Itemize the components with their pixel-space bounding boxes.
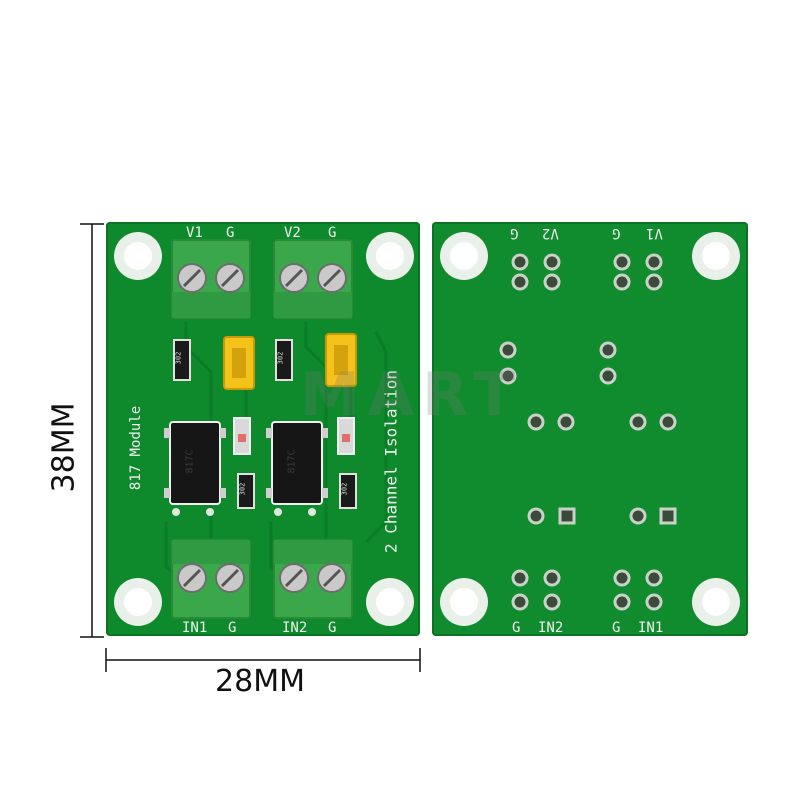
top-terminal-block-1 <box>171 239 251 319</box>
back-pcb-board: G V2 G V1 G IN2 G IN1 <box>432 222 748 636</box>
front-pcb-board: V1 G V2 G IN1 G IN2 G 817 Module 2 Chann… <box>106 222 420 636</box>
back-board-graphics <box>440 232 740 626</box>
back-label-in2-bottom: IN2 <box>538 620 564 636</box>
front-board-graphics <box>114 232 414 626</box>
back-label-g-top-2: G <box>612 225 621 241</box>
height-dimension-label: 38MM <box>46 402 82 493</box>
resistors <box>173 339 357 509</box>
jumper-1 <box>223 336 255 390</box>
bottom-terminal-block-1 <box>171 539 251 619</box>
back-mounting-holes <box>440 232 740 626</box>
back-label-g-bottom-1: G <box>512 620 521 636</box>
optocoupler-2 <box>266 421 328 505</box>
mounting-holes <box>114 232 414 626</box>
resistor-code-2: 302 <box>276 351 285 365</box>
label-in1-bottom: IN1 <box>182 620 208 636</box>
module-name-text: 817 Module <box>128 405 144 491</box>
optocoupler-marking-1: 817C <box>184 449 196 474</box>
label-v1-top: V1 <box>186 225 203 241</box>
back-label-g-bottom-2: G <box>612 620 621 636</box>
back-label-v1-top: V1 <box>646 225 663 241</box>
width-dimension-label: 28MM <box>215 664 305 699</box>
top-terminal-block-2 <box>273 239 353 319</box>
label-g-bottom-2: G <box>328 620 337 636</box>
label-g-top-1: G <box>226 225 235 241</box>
bottom-terminal-block-2 <box>273 539 353 619</box>
resistor-code-4: 302 <box>340 482 349 496</box>
watermark: MART <box>300 360 523 430</box>
label-in2-bottom: IN2 <box>282 620 308 636</box>
back-label-in1-bottom: IN1 <box>638 620 664 636</box>
label-g-top-2: G <box>328 225 337 241</box>
resistor-code-1: 302 <box>174 351 183 365</box>
optocoupler-marking-2: 817C <box>286 449 298 474</box>
label-g-bottom-1: G <box>228 620 237 636</box>
back-label-g-top-1: G <box>510 225 519 241</box>
back-label-v2-top: V2 <box>542 225 559 241</box>
solder-pads <box>499 253 677 611</box>
leds <box>233 417 355 455</box>
resistor-code-3: 302 <box>238 482 247 496</box>
jumper-2 <box>325 333 357 387</box>
label-v2-top: V2 <box>284 225 301 241</box>
optocoupler-1 <box>164 421 226 505</box>
